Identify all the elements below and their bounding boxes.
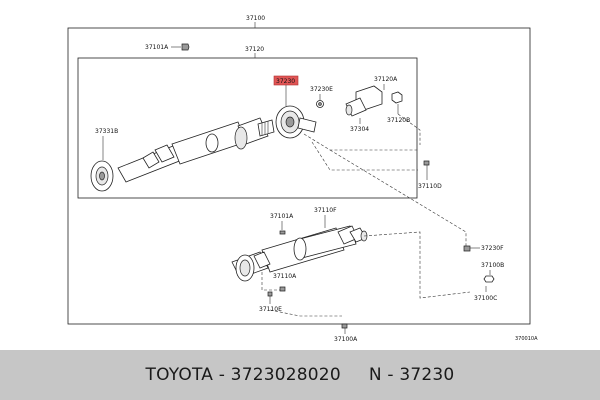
label-37110a: 37110A <box>273 273 297 280</box>
label-37110e: 37110E <box>259 306 282 313</box>
label-37100: 37100 <box>246 15 265 22</box>
label-37120a: 37120A <box>374 76 398 83</box>
caption-part-number: 3723028020 <box>230 365 341 385</box>
bolt-37110d <box>423 160 430 166</box>
label-37230f: 37230F <box>481 245 504 252</box>
label-37100b: 37100B <box>481 262 504 269</box>
label-37101a-low: 37101A <box>270 213 294 220</box>
bolt-37110e <box>267 291 273 297</box>
assembly-frame-37100 <box>67 27 531 325</box>
label-37110d: 37110D <box>418 183 442 190</box>
label-37100a: 37100A <box>334 336 358 343</box>
nut-37120b <box>391 91 403 104</box>
caption-brand: TOYOTA <box>145 365 214 385</box>
caption-ref-number: 37230 <box>399 365 455 385</box>
label-37304: 37304 <box>350 126 369 133</box>
diagram-ref-code: 370010A <box>515 336 538 342</box>
label-37120: 37120 <box>245 46 264 53</box>
bolt-37100a <box>341 323 348 329</box>
label-37101a-top: 37101A <box>145 44 169 51</box>
caption-ref-prefix: N <box>368 365 382 385</box>
bolt-37110a <box>279 286 286 292</box>
label-37331b: 37331B <box>95 128 118 135</box>
label-37230: 37230 <box>276 78 295 85</box>
label-37230e: 37230E <box>310 86 333 93</box>
bolt-37230f <box>463 245 471 252</box>
nut-37100b <box>483 275 495 283</box>
parts-diagram: 37100 37120 37101A 37331B 37230 37230E 3… <box>67 15 538 343</box>
label-37100c: 37100C <box>474 295 497 302</box>
label-37110f: 37110F <box>314 207 337 214</box>
subassembly-frame-37120 <box>77 57 418 199</box>
part-caption-bar: TOYOTA - 3723028020 N - 37230 <box>0 350 600 400</box>
label-37120b: 37120B <box>387 117 410 124</box>
